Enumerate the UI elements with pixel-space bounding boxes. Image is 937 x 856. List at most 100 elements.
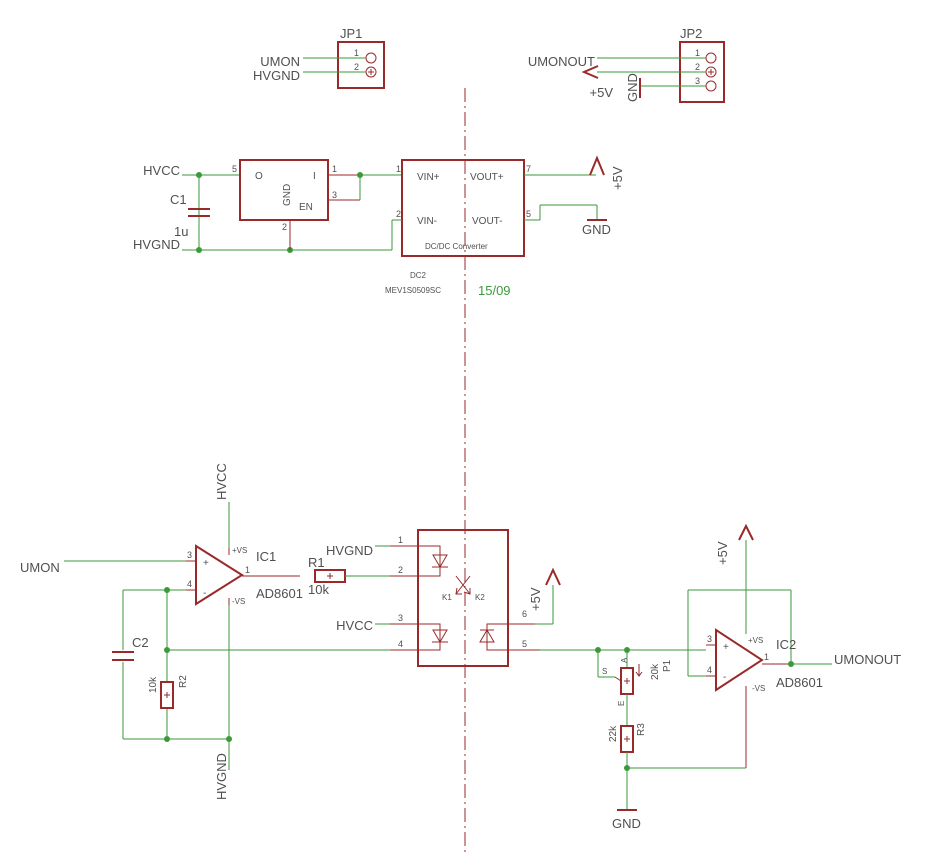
reg-i-label: I [313,171,316,182]
opto-pin1: 1 [398,535,403,545]
r3-value: 22k [608,725,619,742]
dc2-pin7: 7 [526,164,531,174]
ic2-plus-sign: + [723,642,729,653]
c1-name: C1 [170,192,187,207]
dc2-net-plus5v: +5V [610,166,625,190]
dc2-value: MEV1S0509SC [385,286,441,295]
capacitor-c2: C2 [112,635,149,661]
net-label-hvcc-ic1: HVCC [214,463,229,500]
opto-k2-label: K2 [475,593,485,602]
ic1-pin3: 3 [187,550,192,560]
dc2-net-gnd: GND [582,222,611,237]
optocoupler: 1 2 3 4 5 6 K1 K2 HVGND HVCC +5V [326,529,561,667]
regulator-section: HVCC HVGND C1 1u O I EN GND 5 1 3 2 [133,155,625,298]
dc2-vout-minus: VOUT- [472,216,503,227]
ic2-pin3: 3 [707,634,712,644]
resistor-r3: 22k R3 GND [608,723,647,831]
dc2-vin-plus: VIN+ [417,172,440,183]
ic1-name: IC1 [256,549,276,564]
r1-value: 10k [308,582,329,597]
reg-o-label: O [255,171,263,182]
dc2-vin-minus: VIN- [417,216,437,227]
jp1-net-umon: UMON [260,54,300,69]
opto-pin2: 2 [398,565,403,575]
net-label-hvgnd-bottom: HVGND [214,753,229,800]
opto-k1-label: K1 [442,593,452,602]
output-amplifier-section: S A E 20k P1 22k R3 GND [540,523,901,831]
jp2-net-gnd: GND [625,73,640,102]
opamp-ic2: + - +VS -VS 3 4 1 IC2 AD8601 +5V UMONOUT [627,523,901,769]
opto-pin3: 3 [398,613,403,623]
ic2-pin4: 4 [707,665,712,675]
resistor-r1: R1 10k [308,555,390,597]
net-label-hvgnd-top: HVGND [133,237,180,252]
net-label-plus5v-opto: +5V [528,587,543,611]
dcdc-converter-dc2: VIN+ VIN- VOUT+ VOUT- DC/DC Converter 1 … [385,155,625,295]
opto-pin6: 6 [522,609,527,619]
p1-name: P1 [662,659,673,672]
c2-name: C2 [132,635,149,650]
net-label-hvcc-opto: HVCC [336,618,373,633]
ic1-vs-plus: +VS [232,546,247,555]
r2-value: 10k [148,676,159,693]
c1-value: 1u [174,224,188,239]
dc2-caption: DC/DC Converter [425,242,488,251]
net-label-plus5v-ic2: +5V [715,541,730,565]
ic1-pin4: 4 [187,579,192,589]
net-label-hvgnd-opto: HVGND [326,543,373,558]
dc2-pin2: 2 [396,209,401,219]
jp2-name: JP2 [680,26,702,41]
p1-value: 20k [650,663,661,680]
ic2-minus-sign: - [723,672,726,683]
r1-name: R1 [308,555,325,570]
jp2-pin2: 2 [695,62,700,72]
resistor-r2: 10k R2 [148,675,189,709]
potentiometer-p1: S A E 20k P1 [597,650,673,726]
opamp-ic1: + - +VS -VS 3 4 1 IC1 AD8601 [186,544,303,606]
p1-a-label: A [620,657,629,663]
dc2-vout-plus: VOUT+ [470,172,504,183]
reg-gnd-label: GND [282,184,293,206]
ic1-minus-sign: - [203,588,206,599]
ic1-vs-minus: -VS [232,597,245,606]
dc2-pin5: 5 [526,209,531,219]
opto-pin5: 5 [522,639,527,649]
jp1-name: JP1 [340,26,362,41]
reg-pin3: 3 [332,190,337,200]
capacitor-c1: C1 1u [170,192,210,239]
ic2-name: IC2 [776,637,796,652]
net-label-umon: UMON [20,560,60,575]
jp2-pin1: 1 [695,48,700,58]
opto-pin4: 4 [398,639,403,649]
r2-name: R2 [178,675,189,688]
ic1-value: AD8601 [256,586,303,601]
ic1-plus-sign: + [203,558,209,569]
p1-e-label: E [617,701,626,706]
jp1-connector: JP1 1 2 UMON HVGND [253,26,385,89]
net-label-hvcc-top: HVCC [143,163,180,178]
ic2-vs-minus: -VS [752,684,765,693]
jp2-connector: JP2 1 2 3 UMONOUT +5V GND [528,26,725,103]
jp2-pin3: 3 [695,76,700,86]
reg-pin1: 1 [332,164,337,174]
revision-annotation: 15/09 [478,283,511,298]
ic1-pin1: 1 [245,565,250,575]
jp1-pin1: 1 [354,48,359,58]
p1-s-label: S [602,667,607,676]
jp1-pin2: 2 [354,62,359,72]
reg-pin2: 2 [282,222,287,232]
dc2-pin1: 1 [396,164,401,174]
enable-regulator: O I EN GND 5 1 3 2 [232,159,402,250]
jp2-net-umonout: UMONOUT [528,54,595,69]
net-label-umonout: UMONOUT [834,652,901,667]
jp2-net-plus5v: +5V [590,85,614,100]
dc2-name: DC2 [410,271,427,280]
jp1-net-hvgnd: HVGND [253,68,300,83]
ic2-pin1: 1 [764,652,769,662]
reg-en-label: EN [299,202,313,213]
r3-name: R3 [636,723,647,736]
input-amplifier-section: UMON HVCC + - +VS -VS 3 4 1 IC1 AD8601 [20,463,390,800]
ic2-vs-plus: +VS [748,636,763,645]
ic2-value: AD8601 [776,675,823,690]
